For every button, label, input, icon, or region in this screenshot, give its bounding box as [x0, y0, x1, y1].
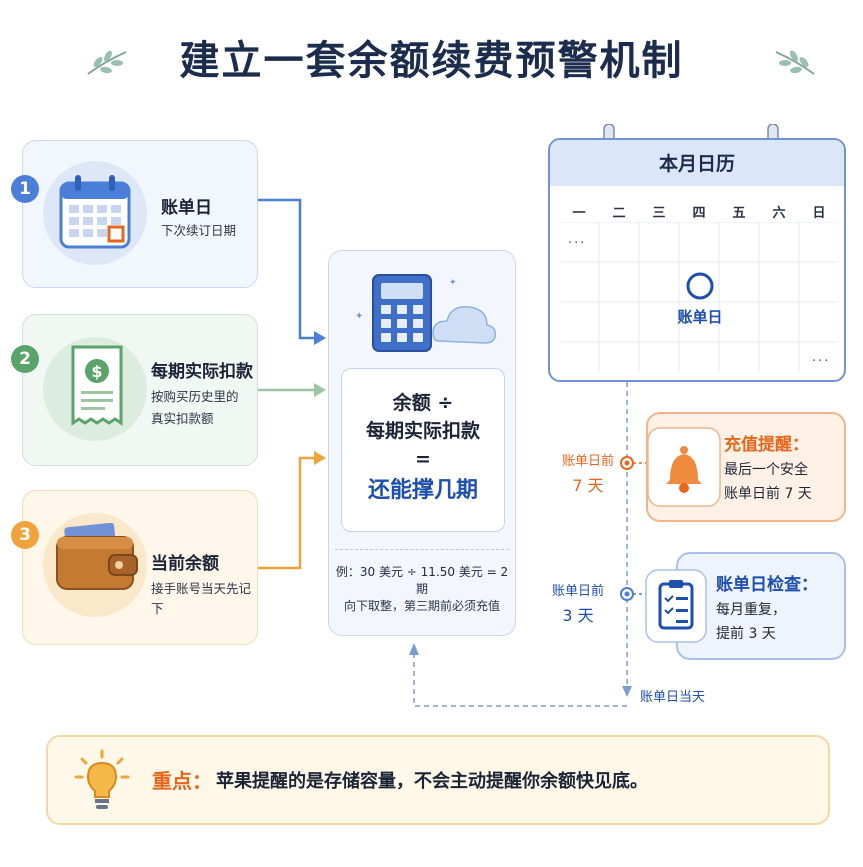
card-desc: 接手账号当天先记下	[151, 581, 252, 616]
billing-day-marker-label: 账单日	[677, 308, 723, 326]
card-title: 账单日	[161, 198, 212, 218]
leaf-right-icon	[775, 50, 815, 75]
ellipsis-start: ···	[568, 236, 587, 251]
receipt-icon: $	[71, 345, 123, 426]
key-point-label: 重点：	[152, 769, 212, 793]
timeline-label-billing-day: 账单日当天	[640, 690, 706, 705]
timeline-label-3days: 账单日前 3 天	[551, 584, 604, 625]
calendar-title: 本月日历	[550, 140, 844, 186]
weekday-label: 四	[692, 206, 706, 221]
formula-panel: ✦ ✦ 余额 ÷ 每期实际扣款 = 还能撑几期 例：30 美元 ÷ 11.50 …	[328, 250, 516, 636]
card-desc-line-1: 按购买历史里的	[151, 389, 239, 404]
wallet-icon	[56, 523, 138, 590]
calendar-grid	[560, 222, 838, 372]
card-desc-line-2: 真实扣款额	[151, 411, 214, 426]
page-title: 建立一套余额续费预警机制	[179, 38, 684, 84]
step-number: 3	[11, 521, 39, 549]
reminder-line-1: 每月重复，	[716, 602, 786, 618]
calculator-cloud-icon: ✦ ✦	[355, 274, 497, 352]
formula-box: 余额 ÷ 每期实际扣款 = 还能撑几期	[341, 368, 505, 532]
weekday-label: 日	[812, 206, 826, 221]
divider	[335, 549, 509, 550]
formula-equals: =	[415, 448, 431, 470]
key-point-text: 苹果提醒的是存储容量，不会主动提醒你余额快见底。	[216, 771, 648, 792]
billing-date-card: 1 账单日 下次续订日期	[11, 140, 258, 288]
svg-text:✦: ✦	[355, 311, 363, 322]
calendar-icon	[59, 175, 131, 249]
reminder-line-1: 最后一个安全	[724, 462, 808, 478]
recharge-reminder-card: 充值提醒： 最后一个安全 账单日前 7 天	[646, 412, 846, 522]
actual-charge-card: 2 $ 每期实际扣款 按购买历史里的 真实扣款额	[11, 314, 258, 466]
svg-text:$: $	[91, 362, 102, 381]
ellipsis-end: ···	[812, 354, 831, 369]
card-desc: 下次续订日期	[161, 223, 237, 238]
lightbulb-icon	[74, 749, 130, 809]
leaf-left-icon	[87, 50, 127, 75]
formula-line-1: 余额 ÷	[392, 392, 454, 414]
formula-result: 还能撑几期	[367, 478, 478, 503]
weekday-label: 六	[772, 206, 786, 221]
weekday-label: 一	[572, 206, 586, 221]
weekday-label: 五	[732, 206, 746, 221]
reminder-title: 充值提醒：	[724, 435, 809, 455]
card-title: 当前余额	[151, 554, 219, 574]
monthly-calendar: 本月日历 一 二 三 四 五 六 日 ··· ··· 账单日	[548, 138, 846, 382]
current-balance-card: 3 当前余额 接手账号当天先记下	[11, 490, 258, 645]
timeline-label-7days: 账单日前 7 天	[561, 454, 614, 495]
rounding-note: 向下取整，第三期前必须充值	[343, 599, 500, 613]
weekday-label: 三	[652, 206, 666, 221]
reminder-line-2: 提前 3 天	[716, 626, 776, 642]
billing-check-card: 账单日检查： 每月重复， 提前 3 天	[645, 552, 846, 660]
weekday-label: 二	[612, 206, 626, 221]
step-number: 1	[11, 175, 39, 203]
reminder-line-2: 账单日前 7 天	[724, 486, 812, 502]
clipboard-checklist-icon	[645, 569, 707, 643]
card-title: 每期实际扣款	[151, 362, 253, 382]
step-number: 2	[11, 345, 39, 373]
key-point-banner: 重点： 苹果提醒的是存储容量，不会主动提醒你余额快见底。	[46, 735, 830, 825]
formula-line-2: 每期实际扣款	[365, 420, 480, 442]
reminder-title: 账单日检查：	[716, 575, 818, 595]
example-text: 例：30 美元 ÷ 11.50 美元 = 2 期	[335, 565, 509, 596]
svg-text:✦: ✦	[449, 278, 457, 288]
bell-icon	[647, 427, 721, 507]
